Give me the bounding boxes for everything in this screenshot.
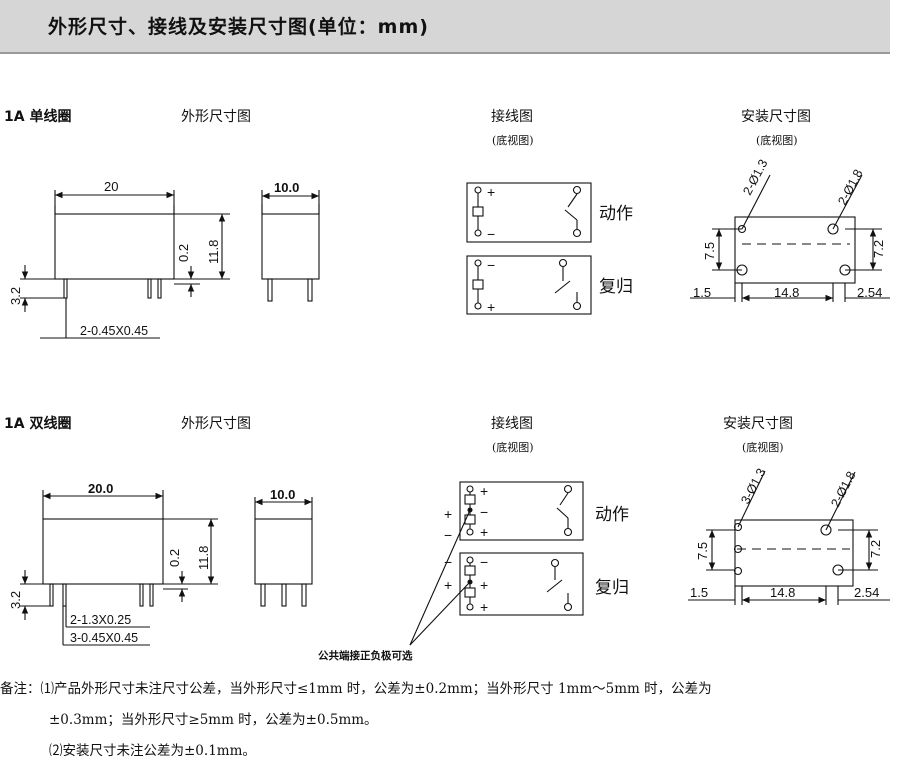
s1-wiring-reset <box>466 255 592 315</box>
s2-dim-depth: 10.0 <box>270 487 295 502</box>
s2-mount-right: 2.54 <box>854 585 879 600</box>
s1-h-left: 7.5 <box>702 242 717 260</box>
page-title: 外形尺寸、接线及安装尺寸图(单位：mm) <box>48 16 429 38</box>
s2-front-view <box>20 490 218 646</box>
s2-mount-mid: 14.8 <box>770 585 795 600</box>
s1-dim-height: 11.8 <box>206 240 221 264</box>
s1-hole-b: 2-Ø1.8 <box>835 167 865 207</box>
section-2-wiring-title: 接线图 <box>491 416 533 432</box>
s1-mount-mid: 14.8 <box>774 285 799 300</box>
s1-side-view <box>261 190 320 302</box>
s2-common-plus: + <box>444 506 452 522</box>
s1-action-plus: + <box>487 184 495 200</box>
s2-dim-height: 11.8 <box>196 546 211 570</box>
s2-wiring-action <box>459 481 584 541</box>
s1-mount-view <box>690 174 890 302</box>
section-2-mount-title: 安装尺寸图 <box>723 416 793 432</box>
s1-wiring-action <box>466 182 592 243</box>
s2-action-plus-b: + <box>480 524 488 540</box>
section-1-outline-title: 外形尺寸图 <box>181 109 251 125</box>
s2-dim-pins-b: 3-0.45X0.45 <box>70 631 138 645</box>
s2-reset-minus-a: − <box>480 554 488 570</box>
s2-reset-minus-b: + <box>480 599 488 615</box>
s2-action-plus-a: + <box>480 483 488 499</box>
s1-action-label: 动作 <box>599 204 633 223</box>
s2-mount-view <box>688 470 890 605</box>
note-line-3: ⑵安装尺寸未注公差为±0.1mm。 <box>49 743 256 759</box>
section-1-mount-sub: (底视图) <box>756 134 798 147</box>
s2-common-note: 公共端接正负极可选 <box>318 649 413 662</box>
section-2-outline-title: 外形尺寸图 <box>181 416 251 432</box>
s1-dim-pins: 2-0.45X0.45 <box>80 324 148 338</box>
s2-dim-pin: 3.2 <box>8 591 23 609</box>
s2-action-label: 动作 <box>595 505 629 524</box>
section-2-title: 1A 双线圈 <box>4 416 72 432</box>
s2-hole-b: 2-Ø1.8 <box>828 469 858 509</box>
s1-action-minus: − <box>487 226 495 242</box>
s2-side-view <box>254 497 313 607</box>
s2-mount-left: 1.5 <box>690 585 708 600</box>
s2-hole-a: 3-Ø1.3 <box>738 466 768 506</box>
s1-reset-label: 复归 <box>599 277 633 296</box>
s2-common-minus-b: − <box>444 554 452 570</box>
s1-dim-width: 20 <box>104 179 118 194</box>
s2-reset-label: 复归 <box>595 578 629 597</box>
s1-mount-right: 2.54 <box>857 285 882 300</box>
note-line-2: ±0.3mm；当外形尺寸≥5mm 时，公差为±0.5mm。 <box>49 712 378 728</box>
s2-dim-width: 20.0 <box>88 481 113 496</box>
s1-dim-depth: 10.0 <box>274 180 299 195</box>
s2-wiring-reset <box>459 552 584 616</box>
s2-dim-pins-a: 2-1.3X0.25 <box>70 613 131 627</box>
s2-action-minus: − <box>480 504 488 520</box>
header-bar: 外形尺寸、接线及安装尺寸图(单位：mm) <box>0 0 890 54</box>
s1-dim-pin: 3.2 <box>8 287 23 305</box>
s1-mount-left: 1.5 <box>693 285 711 300</box>
section-1-mount-title: 安装尺寸图 <box>741 109 811 125</box>
s2-reset-plus: + <box>480 577 488 593</box>
s2-h-left: 7.5 <box>695 542 710 560</box>
section-2-wiring-sub: (底视图) <box>492 441 534 454</box>
s2-dim-gap: 0.2 <box>167 549 182 567</box>
s1-h-right: 7.2 <box>871 240 886 258</box>
s1-reset-minus: − <box>487 257 495 273</box>
section-1-wiring-sub: (底视图) <box>492 134 534 147</box>
note-line-1: 备注：⑴产品外形尺寸未注尺寸公差，当外形尺寸≤1mm 时，公差为±0.2mm；当… <box>0 681 712 697</box>
s1-dim-gap: 0.2 <box>176 244 191 262</box>
section-1-title: 1A 单线圈 <box>4 109 72 125</box>
section-2-mount-sub: (底视图) <box>742 441 784 454</box>
s2-common-plus-b: + <box>444 577 452 593</box>
s1-front-view <box>20 190 230 339</box>
s2-common-leader <box>409 509 471 646</box>
s2-common-minus: − <box>444 527 452 543</box>
s1-hole-a: 2-Ø1.3 <box>740 157 770 197</box>
s1-reset-plus: + <box>487 299 495 315</box>
section-1-wiring-title: 接线图 <box>491 109 533 125</box>
s2-h-right: 7.2 <box>868 540 883 558</box>
